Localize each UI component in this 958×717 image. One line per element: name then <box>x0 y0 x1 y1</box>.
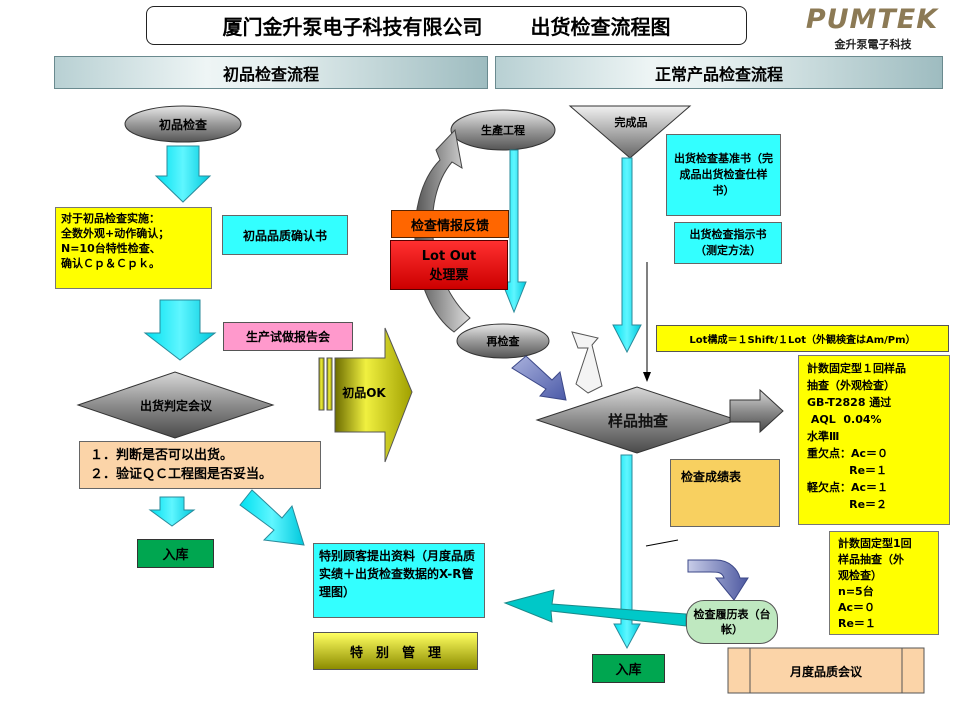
decision-diamond <box>76 371 275 439</box>
right-section-header: 正常产品检查流程 <box>495 56 943 89</box>
right-stock: 入库 <box>592 654 665 683</box>
lot-out-box: Lot Out 处理票 <box>390 240 508 290</box>
spec-line-1: 計数固定型１回样品 <box>807 362 906 375</box>
company-name: 厦门金升泵电子科技有限公司 <box>222 15 483 39</box>
implementation-line-1: 对于初品检查实施： <box>61 212 160 225</box>
initial-inspection-label: 初品检查 <box>158 117 207 132</box>
spec-line-4: AQL 0.04% <box>807 413 882 426</box>
diagonal-arrow <box>239 489 305 546</box>
lot-out-line-2: 处理票 <box>429 268 469 283</box>
ok-arrow <box>334 327 413 463</box>
spec-line-8: 軽欠点：Ac＝１ <box>807 481 889 494</box>
implementation-line-3: N=10台特性检查、 <box>61 242 161 255</box>
initial-inspection-ellipse <box>124 105 242 143</box>
special-management: 特 别 管 理 <box>313 632 478 670</box>
down-arrow-3 <box>148 496 196 527</box>
history-doc: 检查履历表（台帐） <box>686 600 778 644</box>
brand-logo: PUMTEK <box>805 4 939 35</box>
meeting-item-1: １．判断是否可以出货。 <box>90 448 234 463</box>
trial-report: 生产试做报告会 <box>223 322 353 351</box>
recheck-label: 再检查 <box>486 335 520 348</box>
finished-label: 完成品 <box>614 116 648 129</box>
confirm-doc: 初品品质确认书 <box>222 215 348 255</box>
monthly-meeting-label: 月度品质会议 <box>789 664 862 679</box>
down-arrow-1 <box>154 145 212 203</box>
doc-connector-head <box>643 372 651 382</box>
lot-note: Lot構成＝１Shift/１Lot（外観検査はAm/Pm） <box>656 325 949 352</box>
page-title: 厦门金升泵电子科技有限公司 出货检查流程图 <box>146 6 747 45</box>
brand-subtitle: 金升泵電子科技 <box>834 38 912 51</box>
spec-line-3: GB-T2828 通过 <box>807 396 892 409</box>
result-table: 检查成绩表 <box>670 459 780 527</box>
production-ellipse <box>450 109 556 151</box>
chart-name: 出货检查流程图 <box>530 15 671 39</box>
monthly-meeting-box <box>727 647 925 694</box>
ok-label: 初品OK <box>342 385 386 400</box>
customer-data-arrow <box>503 589 687 627</box>
recheck-to-sampling-arrow <box>511 355 567 401</box>
spec-line-5: 水準Ⅲ <box>807 430 840 443</box>
spec-line-9: Re＝２ <box>807 498 888 511</box>
spec-line-7: Re＝１ <box>807 464 888 477</box>
finished-triangle <box>568 105 692 159</box>
left-stock: 入库 <box>137 539 214 568</box>
ok-arrow-stripe-1 <box>318 357 325 411</box>
finished-down-arrow <box>612 157 642 354</box>
history-curve-arrow <box>687 559 749 601</box>
sampling-right-arrow <box>729 388 784 434</box>
return-arrow <box>571 331 603 394</box>
decision-label: 出货判定会议 <box>139 398 212 413</box>
lot-out-line-1: Lot Out <box>421 249 477 264</box>
production-label: 生產工程 <box>481 124 525 137</box>
implementation-note: 对于初品检查实施： 全数外观+动作确认； N=10台特性检查、 确认Ｃｐ＆Ｃｐｋ… <box>55 207 212 289</box>
meeting-items: １．判断是否可以出货。 ２．验证ＱＣ工程图是否妥当。 <box>79 441 321 489</box>
down-arrow-2 <box>143 299 217 361</box>
left-section-header: 初品检查流程 <box>54 56 488 89</box>
sampling-spec: 計数固定型１回样品 抽查（外观检查） GB-T2828 通过 AQL 0.04%… <box>798 355 950 525</box>
recheck-ellipse <box>456 323 550 359</box>
spec-line-2: 抽查（外观检查） <box>807 379 895 392</box>
implementation-line-2: 全数外观+动作确认； <box>61 227 170 240</box>
production-down-arrow <box>501 149 527 314</box>
sampling-spec-2: 計数固定型1回 样品抽查（外 观检查） n=5台 Ac＝０ Re＝１ <box>829 531 939 635</box>
implementation-line-4: 确认Ｃｐ＆Ｃｐｋ。 <box>61 257 160 270</box>
spec2-line-2: 样品抽查（外 <box>838 553 904 566</box>
result-connector-line <box>645 539 679 547</box>
ok-arrow-stripe-2 <box>326 357 333 411</box>
spec-line-6: 重欠点：Ac＝０ <box>807 447 889 460</box>
sampling-label: 样品抽查 <box>607 411 668 430</box>
feedback-box: 检查情报反馈 <box>391 210 509 238</box>
spec2-line-4: n=5台 <box>838 585 874 598</box>
spec2-line-5: Ac＝０ <box>838 601 876 614</box>
meeting-item-2: ２．验证ＱＣ工程图是否妥当。 <box>90 467 273 482</box>
std-doc: 出货检查基准书（完成品出货检查仕样书） <box>666 134 781 216</box>
spec2-line-3: 观检查） <box>838 569 882 582</box>
spec2-line-6: Re＝１ <box>838 617 876 630</box>
customer-data: 特别顾客提出资料（月度品质实绩＋出货检查数据的X-R管理图） <box>313 543 485 618</box>
spec2-line-1: 計数固定型1回 <box>838 537 912 550</box>
instruction-doc: 出货检查指示书（测定方法） <box>674 222 782 264</box>
sampling-down-arrow <box>613 454 641 650</box>
